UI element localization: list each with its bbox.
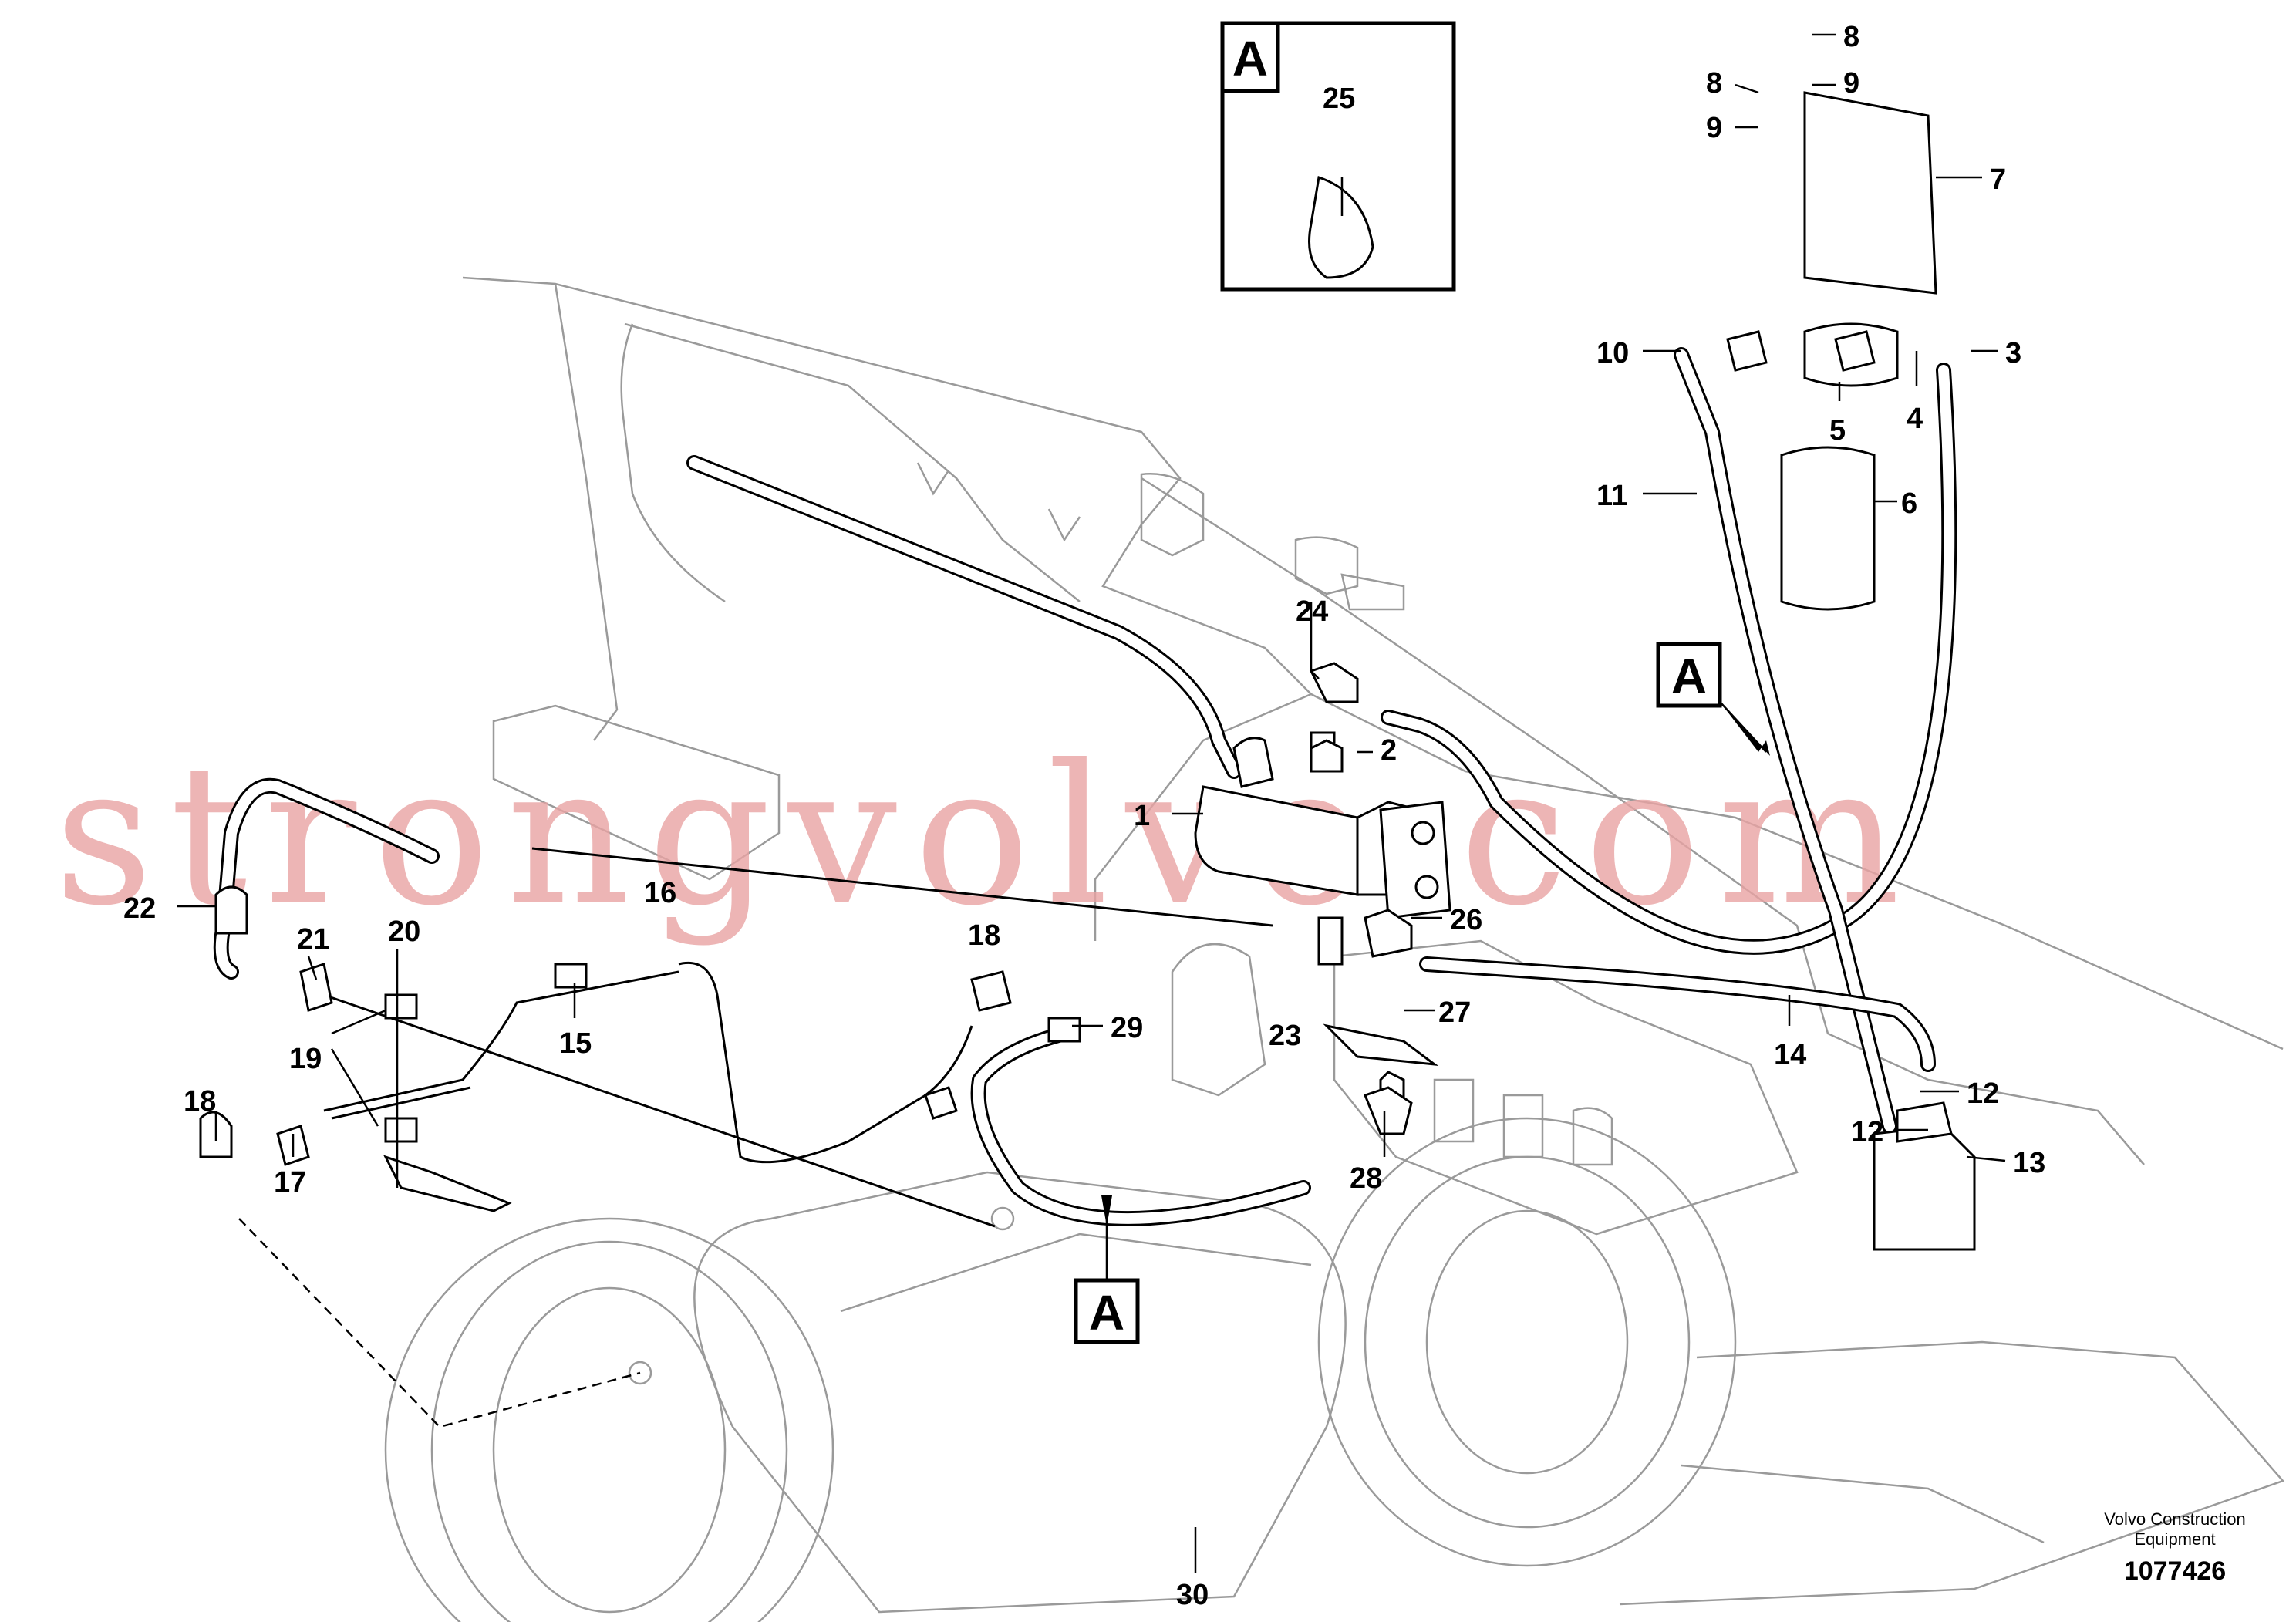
callout-12-right: 12 [1967, 1077, 1999, 1110]
callout-24: 24 [1296, 595, 1328, 628]
credit-line-2: Equipment [2134, 1529, 2215, 1549]
callout-23: 23 [1269, 1020, 1301, 1052]
callout-10: 10 [1596, 337, 1629, 369]
callout-30: 30 [1176, 1579, 1209, 1611]
callout-26: 26 [1450, 904, 1482, 936]
callout-9-top: 9 [1843, 67, 1859, 99]
callout-25: 25 [1323, 83, 1355, 115]
view-marker-upper: A [1656, 642, 1770, 756]
view-marker-upper-label: A [1671, 649, 1707, 704]
callout-7: 7 [1990, 164, 2006, 196]
callout-28: 28 [1350, 1162, 1382, 1195]
callout-16: 16 [644, 877, 676, 909]
watermark: strongvolvo.com [54, 723, 1917, 948]
callout-15: 15 [559, 1027, 592, 1060]
callout-2: 2 [1381, 734, 1397, 767]
callout-labels: 1 2 3 4 5 6 7 8 8 9 9 10 11 12 12 13 14 … [123, 21, 2045, 1611]
hoses [213, 347, 1957, 1226]
parts [199, 91, 1976, 1251]
view-marker-lower: A [1074, 1195, 1140, 1344]
callout-29: 29 [1111, 1012, 1143, 1044]
callout-13: 13 [2013, 1147, 2045, 1179]
callout-18-left: 18 [184, 1085, 216, 1118]
callout-14: 14 [1774, 1039, 1806, 1071]
footer-credit: Volvo Construction Equipment 1077426 [2104, 1509, 2245, 1586]
callout-9-left: 9 [1706, 112, 1722, 144]
callout-8-left: 8 [1706, 67, 1722, 99]
oil-cooler [1873, 1125, 1976, 1251]
view-marker-lower-label: A [1089, 1285, 1124, 1340]
credit-line-1: Volvo Construction [2104, 1509, 2245, 1529]
callout-5: 5 [1829, 414, 1846, 447]
detail-a-label: A [1232, 31, 1268, 86]
callout-12-left: 12 [1851, 1116, 1883, 1148]
filter-cartridge [1780, 446, 1876, 611]
callout-4: 4 [1907, 403, 1923, 435]
callout-20: 20 [388, 916, 420, 948]
detail-a-inset: A [1220, 21, 1456, 292]
callout-11: 11 [1596, 480, 1627, 512]
callout-3: 3 [2005, 337, 2021, 369]
callout-18-center: 18 [968, 919, 1000, 952]
callout-21: 21 [297, 923, 329, 956]
filter-bracket [1803, 91, 1937, 295]
steel-pipes [238, 847, 1273, 1428]
callout-6: 6 [1901, 487, 1917, 520]
leader-lines [177, 33, 2006, 1573]
callout-17: 17 [274, 1166, 306, 1199]
callout-1: 1 [1134, 800, 1150, 832]
callout-19: 19 [289, 1043, 322, 1075]
callout-22: 22 [123, 892, 156, 925]
valve-block [1194, 785, 1359, 896]
drawing-number: 1077426 [2124, 1556, 2226, 1586]
callout-8-top: 8 [1843, 21, 1859, 53]
callout-27: 27 [1438, 996, 1471, 1029]
